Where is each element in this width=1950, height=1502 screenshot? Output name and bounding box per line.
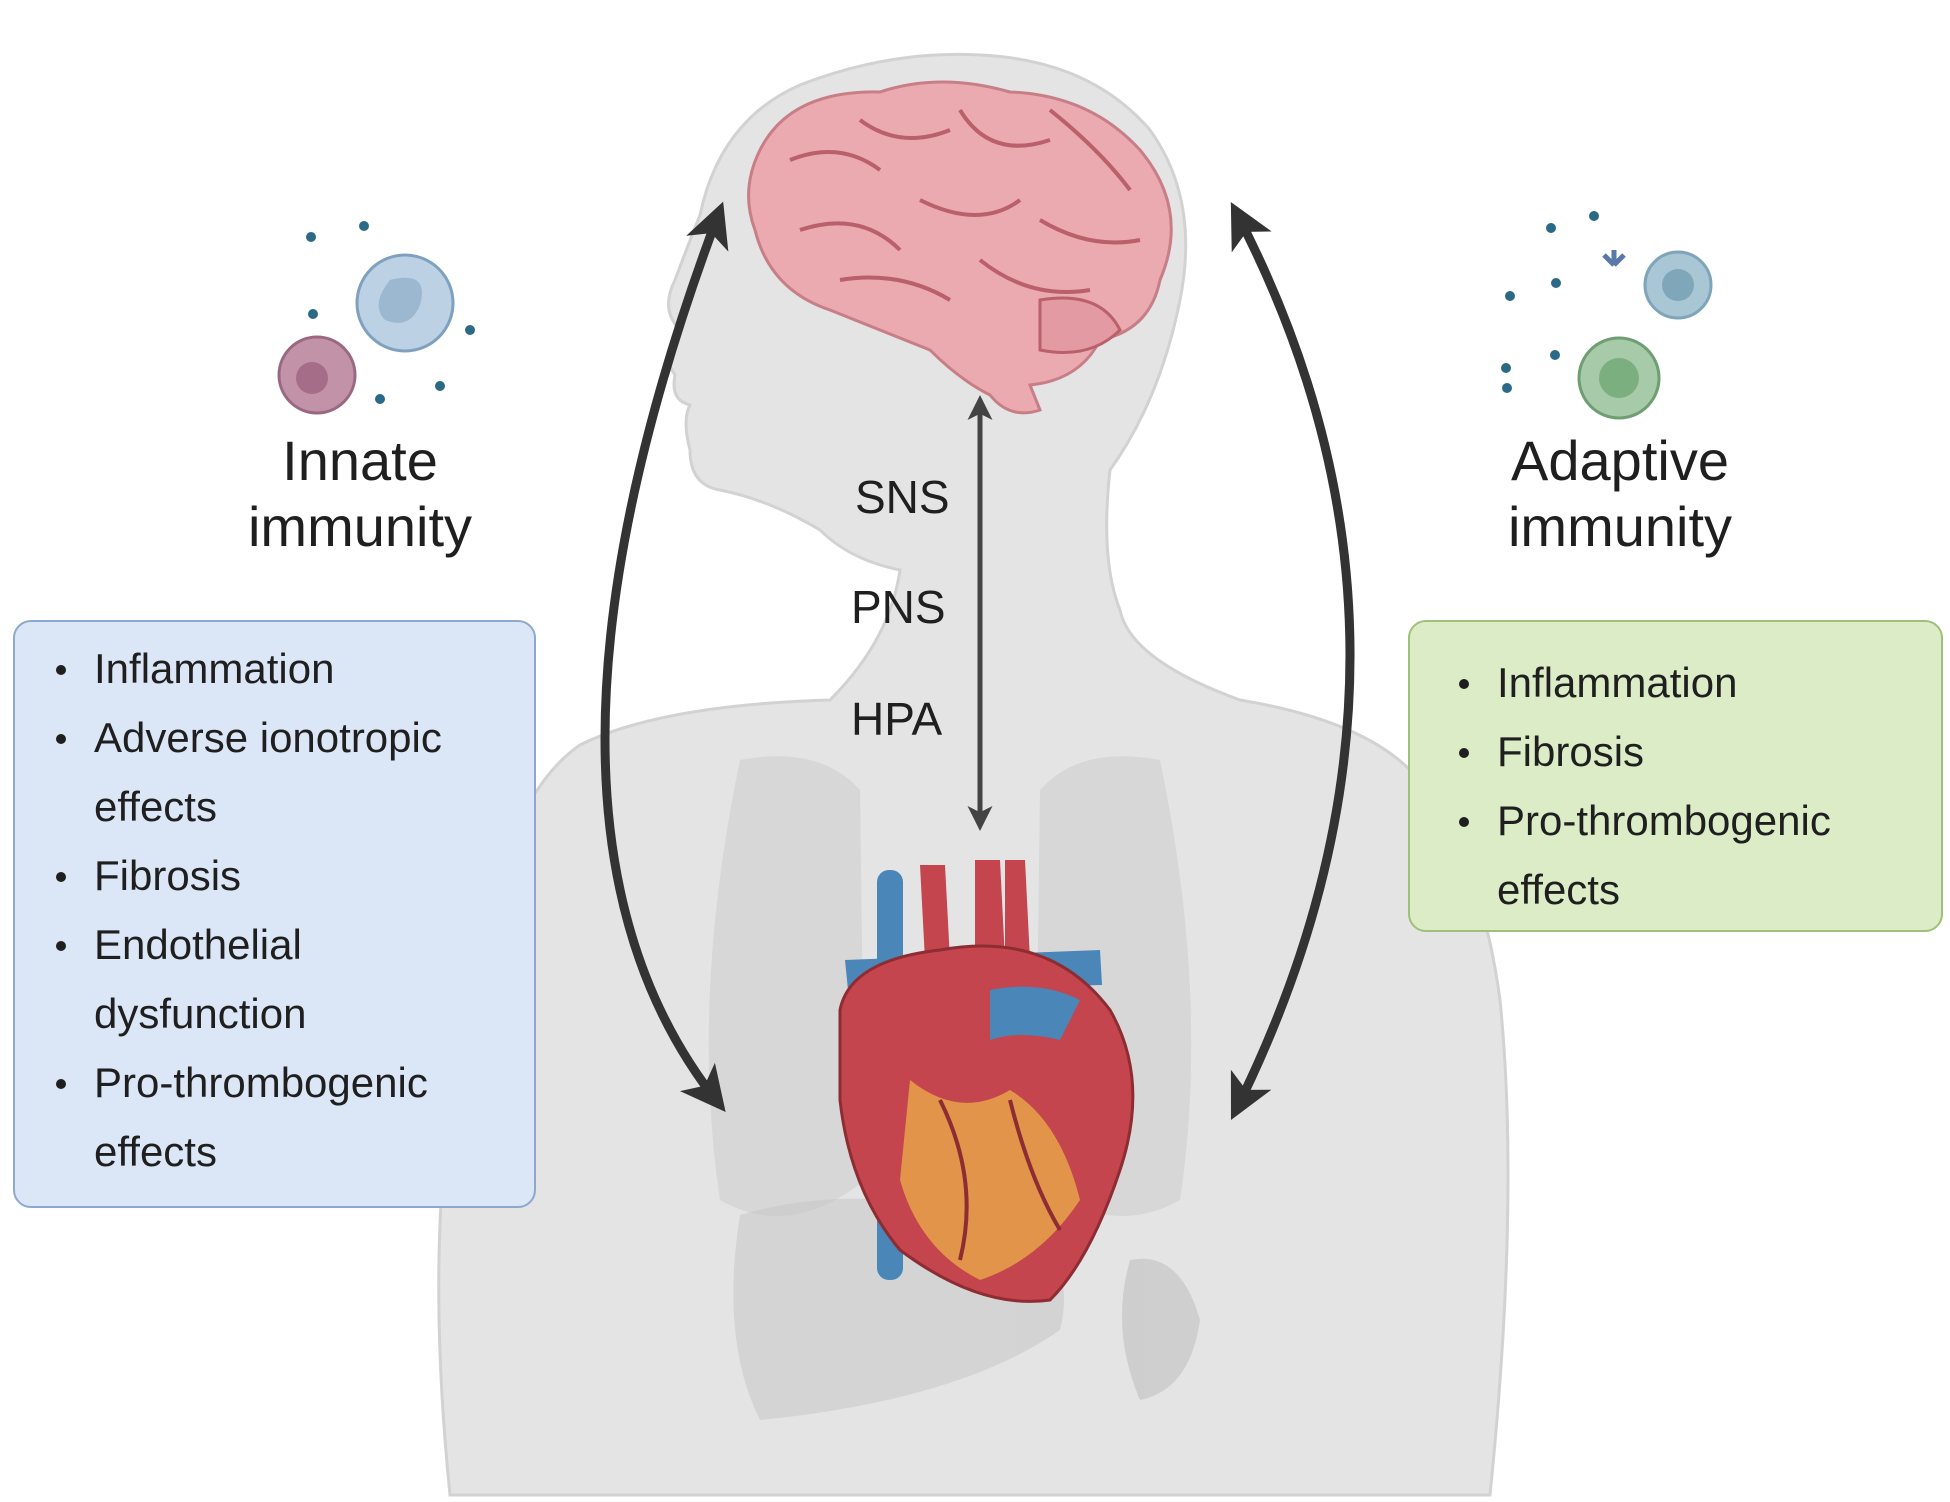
innate-title-line2: immunity — [247, 494, 473, 558]
innate-effects-list: Inflammation Adverse ionotropic effects … — [15, 622, 534, 1186]
adaptive-cells-icon — [1501, 211, 1713, 420]
list-item-line2: effects — [94, 783, 217, 830]
list-item-line1: Inflammation — [94, 645, 335, 692]
list-item-line1: Inflammation — [1497, 659, 1738, 706]
adaptive-effects-list: Inflammation Fibrosis Pro-thrombogenic e… — [1410, 622, 1941, 924]
list-item-line2: effects — [1497, 866, 1620, 913]
list-item-line1: Pro-thrombogenic — [1497, 797, 1831, 844]
list-item: Fibrosis — [56, 841, 534, 910]
innate-title-line1: Innate — [282, 429, 438, 492]
list-item-line1: Fibrosis — [1497, 728, 1645, 775]
list-item: Adverse ionotropic effects — [56, 703, 534, 841]
list-item-line2: dysfunction — [94, 990, 307, 1037]
innate-effects-box: Inflammation Adverse ionotropic effects … — [13, 620, 536, 1208]
list-item-line1: Adverse ionotropic — [94, 714, 442, 761]
list-item: Endothelial dysfunction — [56, 910, 534, 1048]
innate-cells-icon — [277, 221, 475, 415]
list-item: Pro-thrombogenic effects — [1459, 786, 1941, 924]
list-item-line1: Pro-thrombogenic — [94, 1059, 428, 1106]
adaptive-title-line2: immunity — [1507, 494, 1733, 558]
arrow-innate-brain-heart — [600, 201, 729, 1113]
arrow-adaptive-brain-heart — [1230, 202, 1355, 1121]
heart — [838, 860, 1135, 1303]
list-item: Inflammation — [56, 634, 534, 703]
list-item-line1: Endothelial — [94, 921, 302, 968]
brain — [747, 80, 1173, 415]
list-item-line2: effects — [94, 1128, 217, 1175]
list-item: Pro-thrombogenic effects — [56, 1048, 534, 1186]
sns-label: SNS — [855, 471, 950, 523]
pns-label: PNS — [851, 581, 946, 633]
adaptive-effects-box: Inflammation Fibrosis Pro-thrombogenic e… — [1408, 620, 1943, 932]
adaptive-title-line1: Adaptive — [1511, 429, 1729, 492]
hpa-label: HPA — [851, 693, 943, 745]
adaptive-immunity-title: Adaptive immunity — [1450, 428, 1790, 559]
list-item: Inflammation — [1459, 648, 1941, 717]
innate-immunity-title: Innate immunity — [190, 428, 530, 559]
list-item: Fibrosis — [1459, 717, 1941, 786]
list-item-line1: Fibrosis — [94, 852, 242, 899]
